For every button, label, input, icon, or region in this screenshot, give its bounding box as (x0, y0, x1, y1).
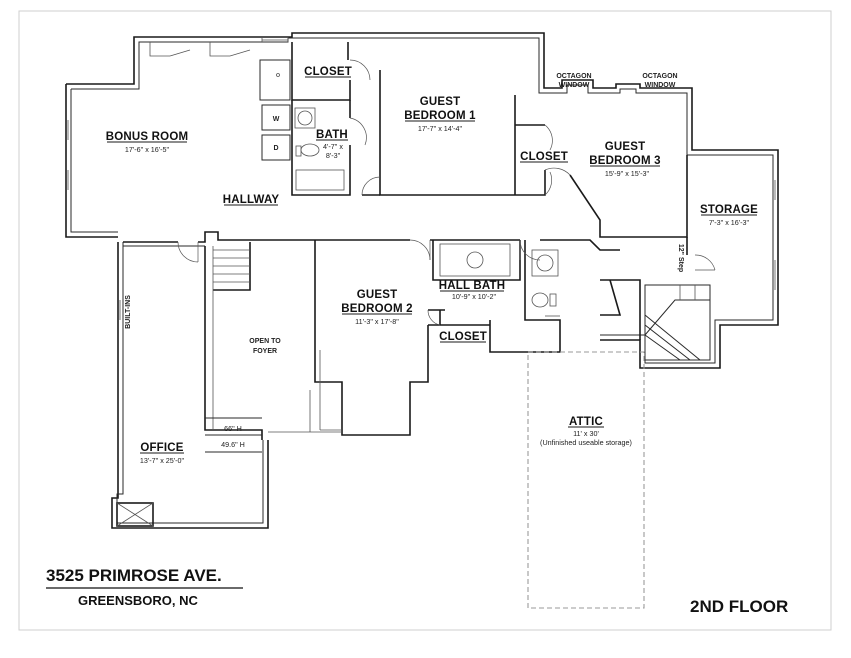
closet-1-name: CLOSET (304, 66, 352, 78)
attic-note: (Unfinished useable storage) (540, 438, 632, 447)
octagon-window-left-1: OCTAGON (556, 73, 591, 80)
open-to-foyer-1: OPEN TO (249, 338, 281, 345)
guest-bedroom-3-dims: 15'-9" x 15'-3" (605, 169, 650, 178)
interior-walls (123, 42, 711, 453)
hall-bath-name: HALL BATH (439, 280, 506, 292)
guest-bedroom-2-name-2: BEDROOM 2 (341, 303, 412, 315)
attic-outline (527, 351, 645, 609)
washer-label: W (273, 116, 280, 123)
page-border (18, 10, 832, 631)
office-name: OFFICE (140, 442, 183, 454)
dryer-label: D (273, 145, 278, 152)
closet-3-name: CLOSET (439, 331, 487, 343)
builtins-label: BUILT-INS (125, 295, 132, 329)
closet-2-name: CLOSET (520, 151, 568, 163)
windows (67, 37, 776, 320)
room-labels: BONUS ROOM 17'-6" x 16'-5" CLOSET BATH 4… (106, 66, 758, 465)
bath-dims-2: 8'-3" (326, 151, 341, 160)
floor-label: 2ND FLOOR (690, 597, 788, 616)
hall-bath-dims: 10'-9" x 10'-2" (452, 292, 497, 301)
octagon-window-right-1: OCTAGON (642, 73, 677, 80)
title-block: 3525 PRIMROSE AVE. GREENSBORO, NC 2ND FL… (46, 566, 788, 616)
storage-dims: 7'-3" x 16'-3" (709, 218, 750, 227)
attic-name: ATTIC (569, 416, 603, 428)
guest-bedroom-1-name-2: BEDROOM 1 (404, 110, 476, 122)
bonus-room-dims: 17'-6" x 16'-5" (125, 145, 170, 154)
hallway-name: HALLWAY (223, 194, 280, 206)
open-to-foyer-2: FOYER (253, 348, 277, 355)
doors (177, 59, 716, 326)
bath-dims-1: 4'-7" x (323, 142, 343, 151)
guest-bedroom-3-name-2: BEDROOM 3 (589, 155, 660, 167)
octagon-window-right-2: WINDOW (645, 82, 676, 89)
city-subtitle: GREENSBORO, NC (78, 593, 199, 608)
step-label: 12" Step (677, 244, 684, 272)
office-dims: 13'-7" x 25'-0" (140, 456, 185, 465)
guest-bedroom-2-name-1: GUEST (357, 289, 398, 301)
height-49: 49.6" H (221, 440, 245, 449)
guest-bedroom-2-dims: 11'-3" x 17'-8" (355, 317, 399, 326)
address-title: 3525 PRIMROSE AVE. (46, 566, 222, 585)
storage-name: STORAGE (700, 204, 758, 216)
bath-name: BATH (316, 129, 348, 141)
fixtures (259, 59, 560, 317)
bonus-room-name: BONUS ROOM (106, 131, 189, 143)
guest-bedroom-3-name-1: GUEST (605, 141, 646, 153)
octagon-window-left-2: WINDOW (559, 82, 590, 89)
height-66: 66" H (224, 424, 242, 433)
attic-dims: 11' x 30' (573, 429, 599, 438)
guest-bedroom-1-dims: 17'-7" x 14'-4" (418, 124, 463, 133)
guest-bedroom-1-name-1: GUEST (420, 96, 461, 108)
